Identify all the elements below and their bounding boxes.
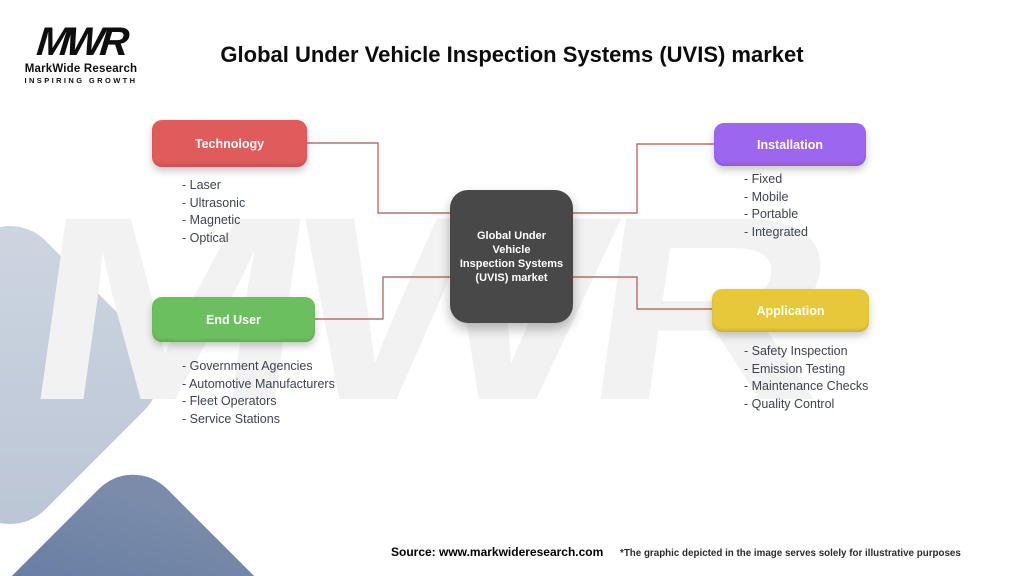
category-label-end-user: End User [206, 312, 261, 327]
logo-tagline: INSPIRING GROWTH [24, 76, 138, 85]
connector-technology [307, 142, 450, 214]
list-item: - Service Stations [182, 411, 280, 426]
list-item: - Optical [182, 230, 229, 245]
central-node: Global Under Vehicle Inspection Systems … [450, 190, 573, 323]
list-item: - Magnetic [182, 213, 241, 228]
markwide-logo: MWR MarkWide Research INSPIRING GROWTH [18, 20, 144, 85]
list-item: - Emission Testing [744, 361, 846, 376]
category-list-installation: - Fixed - Mobile - Portable - Integrated [744, 171, 808, 241]
list-item: - Safety Inspection [744, 344, 848, 358]
connector-installation [573, 143, 714, 214]
list-item: - Quality Control [744, 396, 835, 411]
list-item: - Integrated [744, 224, 808, 239]
category-box-end-user: End User [152, 297, 315, 342]
list-item: - Ultrasonic [182, 195, 246, 210]
list-item: - Portable [744, 207, 799, 222]
category-box-technology: Technology [152, 120, 307, 167]
category-box-application: Application [712, 289, 869, 332]
connector-end-user [315, 276, 450, 320]
list-item: - Maintenance Checks [744, 379, 869, 394]
list-item: - Fleet Operators [182, 394, 277, 409]
disclaimer-text: *The graphic depicted in the image serve… [620, 548, 961, 559]
category-label-installation: Installation [757, 137, 823, 152]
connector-application [573, 276, 712, 310]
category-box-installation: Installation [714, 123, 866, 166]
central-node-label: Global Under Vehicle Inspection Systems … [459, 229, 564, 284]
category-label-technology: Technology [194, 136, 265, 151]
logo-name: MarkWide Research [24, 63, 138, 75]
list-item: - Automotive Manufacturers [182, 376, 335, 391]
category-label-application: Application [756, 303, 825, 318]
category-list-application: - Safety Inspection - Emission Testing - M… [744, 343, 868, 413]
list-item: - Mobile [744, 189, 789, 204]
category-list-technology: - Laser - Ultrasonic - Magnetic - Optical [182, 177, 245, 247]
category-list-end-user: - Government Agencies - Automotive Manufa… [182, 358, 335, 428]
list-item: - Government Agencies [182, 359, 313, 373]
page-title: Global Under Vehicle Inspection Systems … [220, 41, 804, 67]
list-item: - Fixed [744, 172, 783, 186]
source-text: Source: www.markwideresearch.com [391, 545, 604, 559]
list-item: - Laser [182, 178, 221, 192]
